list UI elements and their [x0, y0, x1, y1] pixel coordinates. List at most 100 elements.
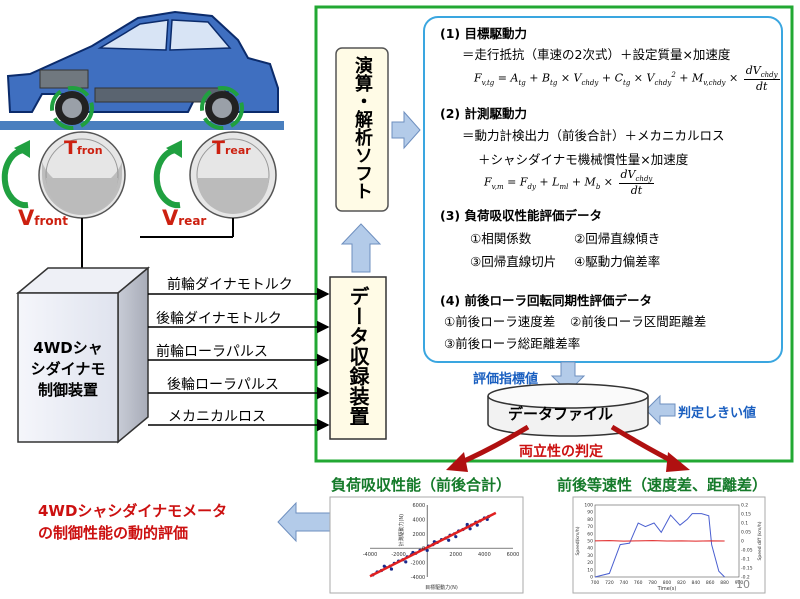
y2-tick-label: -0.05	[741, 548, 753, 554]
v-front-label: Vfront	[18, 206, 68, 230]
floor	[0, 121, 284, 130]
front-roller	[38, 131, 126, 219]
x-tick-label: 760	[634, 580, 643, 586]
result-text: 4WDシャシダイナモメータ の制御性能の動的評価	[38, 502, 228, 542]
y-axis-label: Speed(km/h)	[575, 526, 581, 555]
section1-title: (1) 目標駆動力	[440, 26, 527, 41]
x-tick-label: 860	[706, 580, 715, 586]
front-rotation-arrow	[1, 147, 29, 209]
y2-tick-label: 0	[741, 539, 744, 545]
y-tick-label: 90	[587, 510, 593, 516]
x-tick-label: -2000	[391, 552, 406, 558]
formula-target-force: Fv,tg = Atg + Btg × Vchdy + Ctg × Vchdy2…	[474, 64, 780, 94]
analysis-software-box	[335, 47, 389, 212]
scatter-point	[465, 522, 469, 527]
evaluation-index-label: 評価指標値	[473, 372, 539, 387]
scatter-point	[382, 564, 386, 568]
arrow-up	[340, 223, 382, 273]
section4-item1: ①前後ローラ速度差	[444, 314, 556, 329]
y2-tick-label: 0.05	[741, 530, 751, 536]
y-tick-label: 10	[587, 567, 593, 573]
section2-text1: ＝動力計検出力（前後合計）＋メカニカルロス	[462, 128, 725, 143]
y-tick-label: 50	[587, 539, 593, 545]
red-arrow-left	[454, 424, 530, 468]
x-axis-label: Time(s)	[657, 586, 677, 592]
controller-cube	[15, 266, 151, 444]
scatter-point	[468, 527, 472, 531]
section2-title: (2) 計測駆動力	[440, 106, 527, 121]
controller-label: 4WDシャ シダイナモ 制御装置	[30, 339, 106, 399]
t-rear-label: Trear	[212, 137, 251, 159]
scatter-point	[425, 548, 429, 552]
y-tick-label: -2000	[411, 561, 426, 567]
y-tick-label: 40	[587, 546, 593, 552]
x-tick-label: 720	[605, 580, 614, 586]
y-tick-label: 2000	[412, 532, 425, 538]
x-axis-label: 目標駆動力(N)	[425, 584, 458, 591]
signal-front-pulse: 前輪ローラパルス	[156, 344, 268, 360]
data-file-cylinder	[487, 383, 649, 437]
plot-area	[594, 504, 740, 578]
section4-title: (4) 前後ローラ回転同期性評価データ	[440, 293, 652, 308]
scatter-point	[404, 560, 408, 564]
x-tick-label: -4000	[363, 552, 378, 558]
section3-title: (3) 負荷吸収性能評価データ	[440, 208, 602, 223]
x-tick-label: 880	[720, 580, 729, 586]
signal-mech-loss: メカニカルロス	[168, 409, 266, 425]
scatter-point	[389, 567, 394, 571]
section3-item2: ②回帰直線傾き	[574, 231, 661, 246]
data-recorder-label: データ収録装置	[346, 286, 370, 426]
data-file-label: データファイル	[508, 405, 614, 423]
y2-axis-label: Speed diff (km/h)	[757, 521, 763, 560]
arrow-left-threshold	[645, 394, 676, 426]
formula-measured-force: Fv,m = Fdy + Lml + Mb × dVchdy dt	[484, 168, 655, 198]
load-perf-title: 負荷吸収性能（前後合計）	[331, 476, 512, 494]
x-tick-label: 900	[735, 580, 744, 586]
threshold-label: 判定しきい値	[678, 406, 757, 421]
analysis-panel	[423, 16, 783, 363]
y2-tick-label: 0.1	[741, 521, 748, 527]
section4-item2: ②前後ローラ区間距離差	[570, 314, 707, 329]
y-tick-label: 60	[587, 531, 593, 537]
y2-tick-label: -0.15	[741, 566, 753, 572]
scatter-point	[447, 538, 451, 542]
x-tick-label: 840	[692, 580, 701, 586]
y-tick-label: 6000	[412, 503, 425, 509]
analysis-software-label: 演算・解析ソフト	[352, 56, 373, 200]
signal-front-torque: 前輪ダイナモトルク	[167, 277, 293, 293]
x-tick-label: 820	[677, 580, 686, 586]
speed-diff-series-line	[594, 540, 725, 542]
y-axis-label: 計測駆動力(N)	[398, 514, 405, 547]
x-tick-label: 800	[663, 580, 672, 586]
section2-text2: ＋シャシダイナモ機械慣性量×加速度	[478, 152, 689, 167]
x-tick-label: 2000	[449, 552, 462, 558]
y-tick-label: 70	[587, 524, 593, 530]
x-tick-label: 4000	[478, 552, 491, 558]
y-tick-label: 0	[590, 575, 593, 581]
y2-tick-label: 0.2	[741, 503, 748, 509]
x-tick-label: 6000	[507, 552, 520, 558]
speed-series-line	[594, 513, 725, 578]
y2-tick-label: -0.2	[741, 575, 750, 581]
rear-rotation-arrow	[153, 147, 181, 209]
y-tick-label: 100	[584, 503, 593, 509]
data-recorder-box	[329, 276, 387, 440]
y-tick-label: 30	[587, 553, 593, 559]
page-number: 10	[736, 578, 750, 591]
scatter-point	[454, 535, 458, 539]
y-tick-label: 4000	[412, 517, 425, 523]
arrow-left-result	[277, 501, 331, 543]
section3-item1: ①相関係数	[470, 231, 532, 246]
signal-rear-torque: 後輪ダイナモトルク	[156, 311, 282, 327]
y-tick-label: -4000	[411, 575, 426, 581]
scatter-point	[475, 523, 479, 527]
y2-tick-label: -0.1	[741, 557, 750, 563]
compat-label: 両立性の判定	[519, 444, 603, 460]
v-rear-label: Vrear	[162, 206, 207, 230]
regression-line	[369, 511, 497, 578]
x-tick-label: 700	[591, 580, 600, 586]
processing-frame	[314, 5, 794, 463]
section1-text: ＝走行抵抗（車速の2次式）＋設定質量×加速度	[462, 47, 731, 62]
t-front-label: Tfron	[64, 137, 103, 159]
